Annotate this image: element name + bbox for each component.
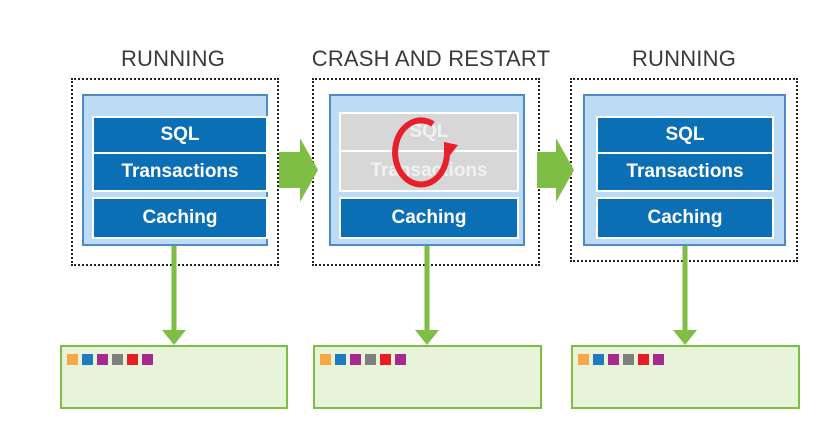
- data-square: [67, 354, 78, 365]
- stage-title: RUNNING: [631, 46, 737, 71]
- caching-layer: Caching: [339, 197, 519, 239]
- storage-box-1: [60, 345, 288, 409]
- transition-arrow-icon: [279, 138, 318, 202]
- down-arrow-icon: [162, 246, 186, 345]
- storage-box-3: [571, 345, 800, 409]
- data-square: [350, 354, 361, 365]
- data-square: [97, 354, 108, 365]
- data-square: [365, 354, 376, 365]
- data-square: [608, 354, 619, 365]
- caching-layer: Caching: [596, 197, 774, 239]
- data-square: [82, 354, 93, 365]
- stage-title: CRASH AND RESTART: [311, 46, 551, 71]
- data-square: [638, 354, 649, 365]
- storage-box-2: [313, 345, 542, 409]
- down-arrow-icon: [415, 246, 439, 345]
- transactions-layer: Transactions: [596, 152, 774, 192]
- data-square: [335, 354, 346, 365]
- data-square: [593, 354, 604, 365]
- data-square: [578, 354, 589, 365]
- sql-layer: SQL: [596, 116, 774, 154]
- data-square: [395, 354, 406, 365]
- data-square: [623, 354, 634, 365]
- database-node: SQL Transactions Caching: [82, 94, 268, 246]
- transition-arrow-icon: [537, 138, 574, 202]
- data-square: [380, 354, 391, 365]
- data-square: [653, 354, 664, 365]
- data-square: [127, 354, 138, 365]
- caching-layer: Caching: [92, 197, 268, 239]
- database-node: SQL Transactions Caching: [583, 94, 786, 246]
- data-square: [112, 354, 123, 365]
- data-square: [320, 354, 331, 365]
- down-arrow-icon: [673, 246, 697, 345]
- stage-title: RUNNING: [120, 46, 226, 71]
- transactions-layer: Transactions: [92, 152, 268, 192]
- data-square: [142, 354, 153, 365]
- restart-icon: [392, 117, 458, 188]
